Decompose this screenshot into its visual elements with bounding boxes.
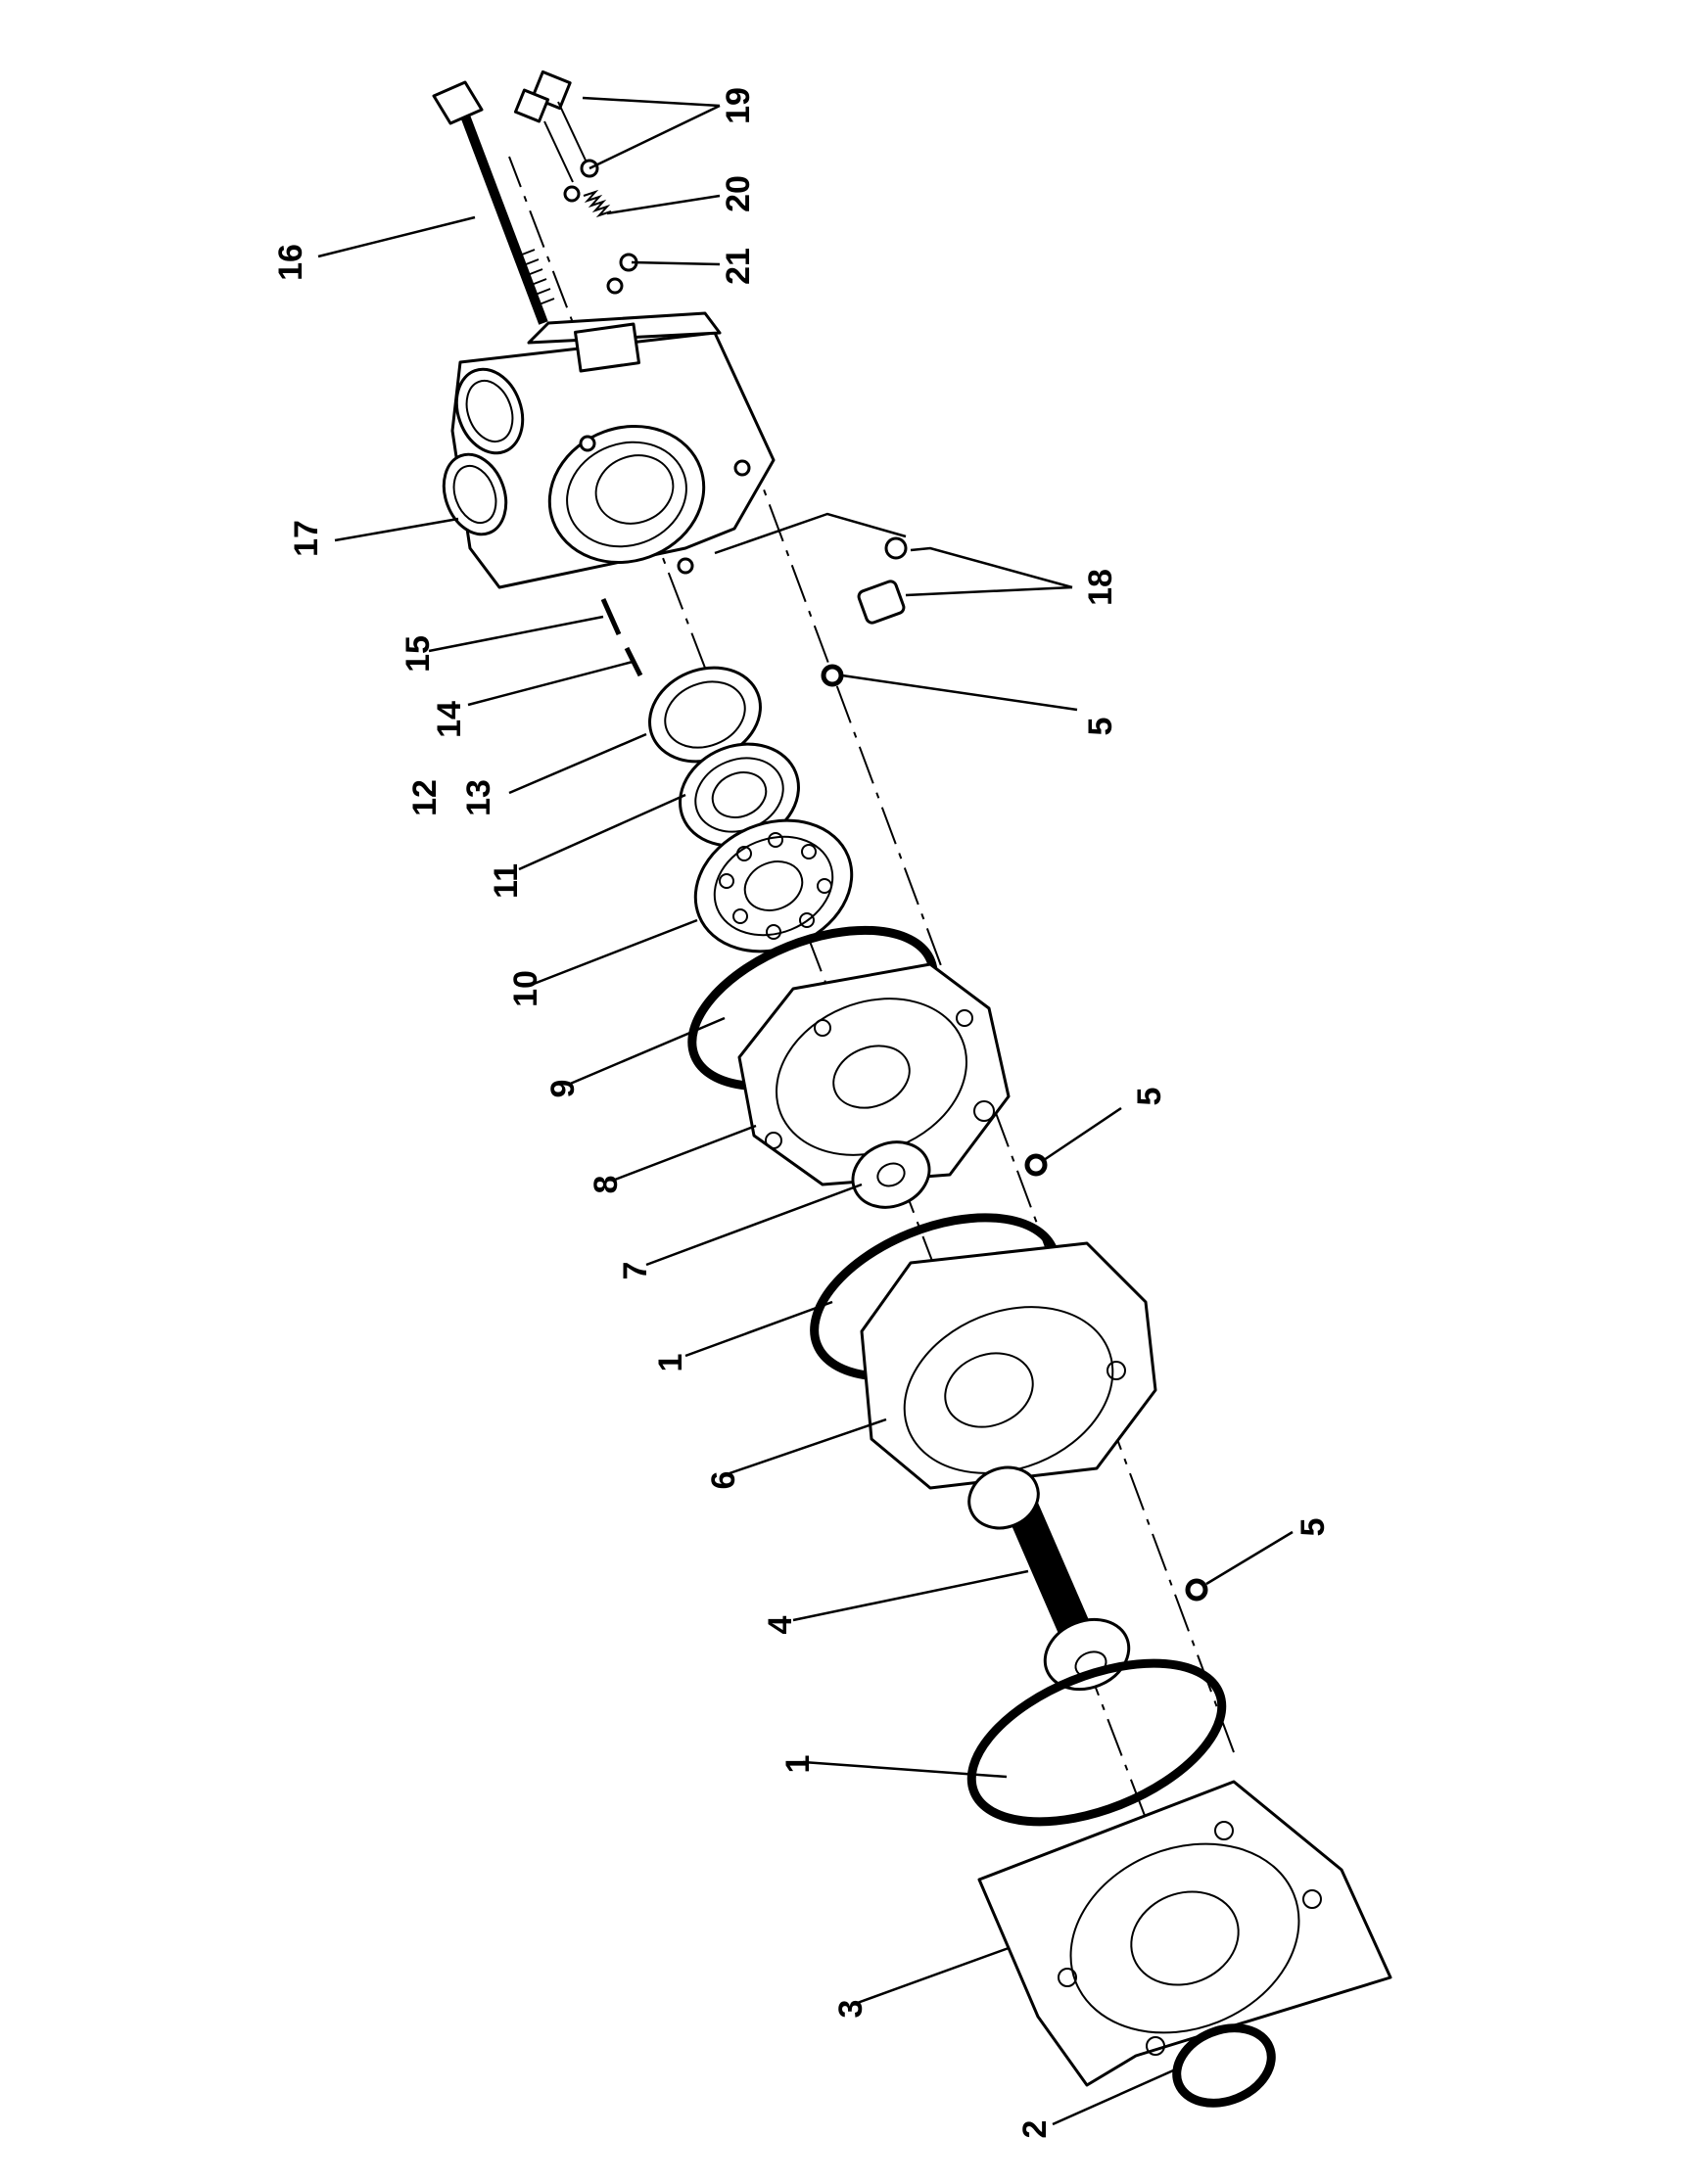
part-5-o-ring-a [821,664,844,687]
part-21-balls [606,253,638,295]
callout-2: 2 [1016,2120,1054,2139]
callout-17: 17 [288,520,325,557]
callout-1-lower: 1 [779,1755,817,1774]
callout-11: 11 [488,863,525,899]
leader-lines [317,96,1294,2126]
part-7-coupling [851,1140,931,1209]
callout-15: 15 [400,635,437,673]
callout-9: 9 [544,1080,582,1098]
callout-4: 4 [762,1615,799,1634]
part-20-spring [563,185,612,218]
callout-14: 14 [431,701,468,738]
callout-21: 21 [720,248,757,285]
part-14-pin [624,646,643,677]
callout-6: 6 [705,1471,742,1490]
bolt-axis-line [763,488,1235,1753]
callout-7: 7 [617,1262,654,1280]
part-16-bolt [432,80,555,325]
callout-16: 16 [272,244,309,281]
part-11-bearing [679,742,800,848]
part-8-plate [737,962,1011,1186]
part-19-plugs [513,70,599,183]
callout-1-upper: 1 [652,1354,689,1372]
callout-5-b: 5 [1131,1088,1168,1106]
callout-5-a: 5 [1082,718,1119,736]
part-5-o-ring-b [1024,1153,1048,1177]
callout-8: 8 [588,1176,625,1194]
callout-13: 13 [460,779,497,816]
part-1-o-ring-lower [966,1658,1227,1827]
part-6-gerotor [860,1241,1157,1490]
part-15-pin [600,597,622,636]
callout-19: 19 [720,87,757,124]
callout-3: 3 [832,2000,870,2019]
callout-5-c: 5 [1295,1518,1332,1537]
part-5-o-ring-c [1185,1578,1208,1602]
part-10-valve-plate [693,818,854,953]
callout-18: 18 [1082,569,1119,606]
callout-12: 12 [406,779,444,816]
part-2-o-ring [1172,2023,1276,2108]
part-18-plug [857,536,908,625]
callout-20: 20 [720,175,757,212]
part-3-end-cover [977,1780,1392,2087]
callout-10: 10 [507,970,544,1007]
part-17-housing [442,311,776,589]
